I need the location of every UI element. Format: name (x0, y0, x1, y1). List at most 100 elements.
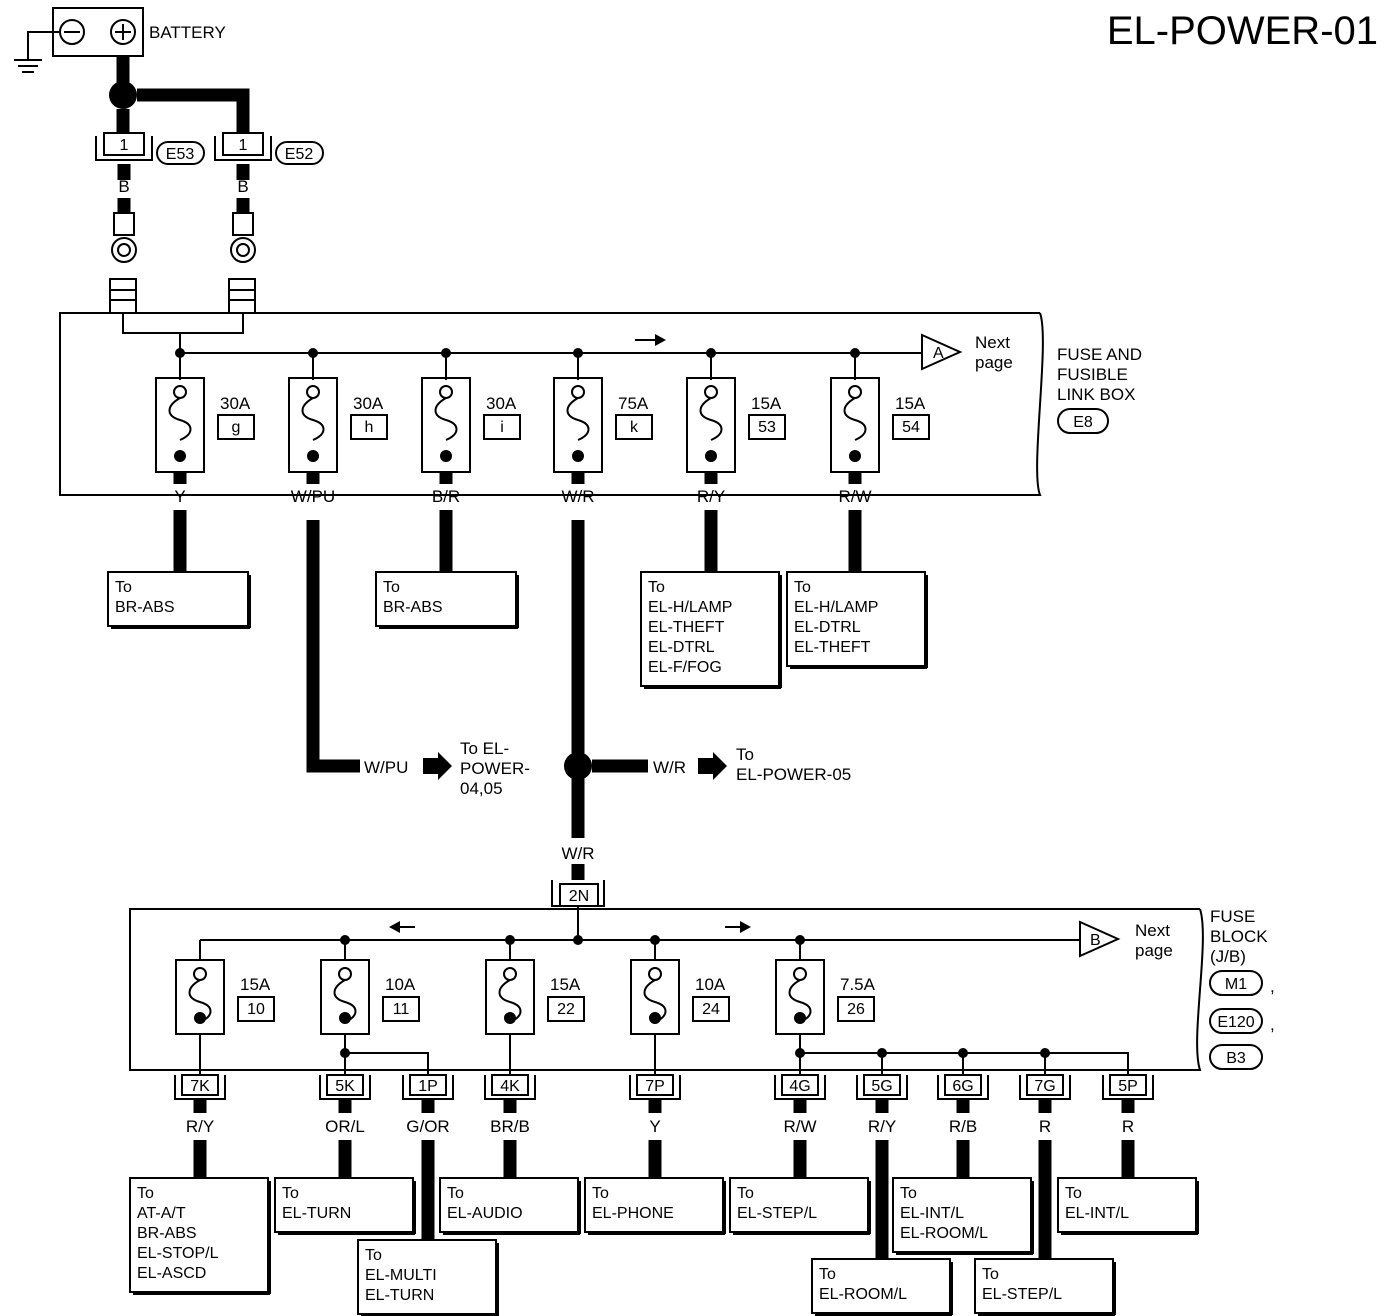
fuse-id: 22 (557, 1001, 575, 1018)
arrow-right-icon (698, 752, 727, 780)
splice-icon (109, 81, 137, 109)
connector-id: 4K (500, 1078, 520, 1095)
svg-text:To: To (447, 1185, 464, 1202)
connector-id: 5G (871, 1078, 892, 1095)
fusible-link-i: 30A iB/R (421, 348, 521, 506)
svg-text:BLOCK: BLOCK (1210, 927, 1268, 946)
svg-text:EL-ROOM/L: EL-ROOM/L (819, 1286, 907, 1303)
arrow-right-icon (655, 334, 666, 346)
svg-text:EL-AUDIO: EL-AUDIO (447, 1205, 523, 1222)
svg-text:EL-INT/L: EL-INT/L (1065, 1205, 1129, 1222)
junction-dot (573, 935, 583, 945)
fuse-id: 11 (393, 1001, 410, 1018)
connector-id: 2N (569, 888, 589, 905)
svg-text:04,05: 04,05 (460, 779, 503, 798)
svg-text:To: To (383, 579, 400, 596)
connector-id: E52 (285, 146, 314, 163)
connector-id: E8 (1073, 414, 1093, 431)
fuse-id: h (365, 419, 374, 436)
arrow-left-icon (389, 921, 400, 933)
svg-text:1: 1 (239, 137, 248, 154)
junction-dot (340, 935, 350, 945)
next-page-marker (921, 333, 963, 371)
wire-color: W/PU (291, 487, 335, 506)
fuse-rating: 10A (385, 975, 416, 994)
junction-dot (795, 935, 805, 945)
wire-color: R/B (949, 1117, 977, 1136)
fuse-rating: 10A (695, 975, 726, 994)
svg-text:To EL-: To EL- (460, 739, 509, 758)
svg-text:POWER-: POWER- (460, 759, 530, 778)
fuse-block-outputs: 7KR/YToAT-A/TBR-ABSEL-STOP/LEL-ASCD5KOR/… (129, 1074, 1199, 1316)
wire-color: BR/B (490, 1117, 530, 1136)
connector-id: 7G (1034, 1078, 1055, 1095)
svg-text:EL-STEP/L: EL-STEP/L (982, 1286, 1062, 1303)
wire-color: B (237, 177, 248, 196)
fuse-id: 24 (702, 1001, 720, 1018)
fuse-id: i (500, 419, 504, 436)
fuse-rating: 30A (353, 394, 384, 413)
svg-text:FUSIBLE: FUSIBLE (1057, 365, 1128, 384)
wire-color: R (1122, 1117, 1134, 1136)
arrow-right-icon (423, 752, 452, 780)
svg-text:To: To (137, 1185, 154, 1202)
wire-color: OR/L (325, 1117, 365, 1136)
svg-text:LINK BOX: LINK BOX (1057, 385, 1135, 404)
fuse-block-name: FUSE (1210, 907, 1255, 926)
wire-color: R/Y (186, 1117, 214, 1136)
connector-id: 5K (335, 1078, 355, 1095)
fuse-id: k (630, 419, 639, 436)
svg-text:EL-THEFT: EL-THEFT (794, 639, 871, 656)
junction-dot (175, 348, 185, 358)
svg-text:To: To (794, 579, 811, 596)
wire-color: R/Y (697, 487, 725, 506)
wire-color: B/R (432, 487, 460, 506)
junction-dot (308, 348, 318, 358)
junction-dot (505, 935, 515, 945)
fuse-id: 10 (247, 1001, 265, 1018)
svg-text:EL-TURN: EL-TURN (365, 1287, 434, 1304)
wire-color: Y (174, 487, 185, 506)
wire-color: G/OR (406, 1117, 449, 1136)
trunk-wr: W/R To EL-POWER-05 W/R 2N (551, 520, 851, 907)
svg-text:EL-STOP/L: EL-STOP/L (137, 1245, 219, 1262)
fuse-rating: 30A (220, 394, 251, 413)
svg-text:EL-F/FOG: EL-F/FOG (648, 659, 722, 676)
svg-text:To: To (648, 579, 665, 596)
svg-text:EL-THEFT: EL-THEFT (648, 619, 725, 636)
svg-text:EL-TURN: EL-TURN (282, 1205, 351, 1222)
fusible-link-box: A Next page FUSE AND FUSIBLE LINK BOX E8 (59, 312, 1142, 496)
fuse-block: B Next page FUSE BLOCK (J/B) M1 , E120 ,… (129, 906, 1275, 1071)
fuse-id: g (232, 419, 241, 436)
connector-id: 1P (418, 1078, 438, 1095)
next-page-marker-letter: A (933, 345, 944, 362)
svg-text:To: To (900, 1185, 917, 1202)
svg-text:To: To (982, 1266, 999, 1283)
svg-text:EL-INT/L: EL-INT/L (900, 1205, 964, 1222)
svg-text:To: To (737, 1185, 754, 1202)
svg-text:EL-ASCD: EL-ASCD (137, 1265, 206, 1282)
fusible-box-name: FUSE AND (1057, 345, 1142, 364)
junction-dot (573, 348, 583, 358)
connector-id: 5P (1118, 1078, 1138, 1095)
fuse-rating: 30A (486, 394, 517, 413)
svg-text:EL-ROOM/L: EL-ROOM/L (900, 1225, 988, 1242)
connector-e52: 1 E52 B (214, 132, 324, 196)
connector-id: 7P (645, 1078, 665, 1095)
svg-text:To: To (592, 1185, 609, 1202)
fusible-link-g: 30A gY (155, 348, 255, 506)
branch-wpu: W/PU To EL- POWER- 04,05 (306, 520, 530, 798)
